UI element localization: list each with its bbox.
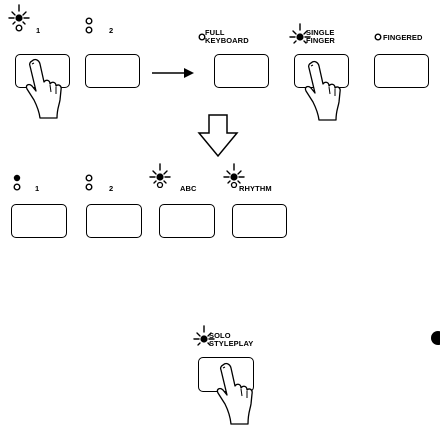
led-pair-icon: [85, 17, 93, 34]
pressing-hand-icon: [216, 362, 253, 425]
solo-styleplay-label: SOLO STYLEPLAY: [209, 331, 254, 348]
single-finger-label: SINGLE FINGER: [306, 28, 335, 45]
led-pair-icon: [13, 174, 21, 191]
button-2[interactable]: [86, 204, 142, 238]
full-keyboard-button[interactable]: [214, 54, 269, 88]
button-2-label: 2: [109, 26, 114, 35]
fingered-button[interactable]: [374, 54, 429, 88]
abc-label: ABC: [180, 184, 197, 193]
button-1-label: 1: [36, 26, 41, 35]
right-arrow-icon: [152, 68, 194, 78]
bullet-marker-icon: [431, 331, 440, 345]
led-pair-icon: [85, 174, 93, 191]
led-off-icon: [15, 24, 23, 32]
lit-led-icon: [8, 4, 30, 25]
rhythm-button[interactable]: [232, 204, 287, 238]
pressing-hand-icon: [25, 58, 62, 119]
led-off-icon: [374, 33, 382, 41]
button-1-label: 1: [35, 184, 40, 193]
lit-led-icon: [193, 325, 215, 346]
lit-led-icon: [289, 23, 311, 44]
variation-2-button[interactable]: [85, 54, 140, 88]
down-arrow-icon: [197, 114, 239, 158]
pressing-hand-icon: [304, 60, 341, 121]
rhythm-label: RHYTHM: [239, 184, 272, 193]
lit-led-icon: [223, 163, 245, 188]
lit-led-icon: [149, 163, 171, 188]
fingered-label: FINGERED: [383, 33, 423, 42]
abc-button[interactable]: [159, 204, 215, 238]
button-2-label: 2: [109, 184, 114, 193]
full-keyboard-label: FULL KEYBOARD: [205, 28, 249, 45]
led-off-icon: [198, 33, 206, 41]
button-1[interactable]: [11, 204, 67, 238]
